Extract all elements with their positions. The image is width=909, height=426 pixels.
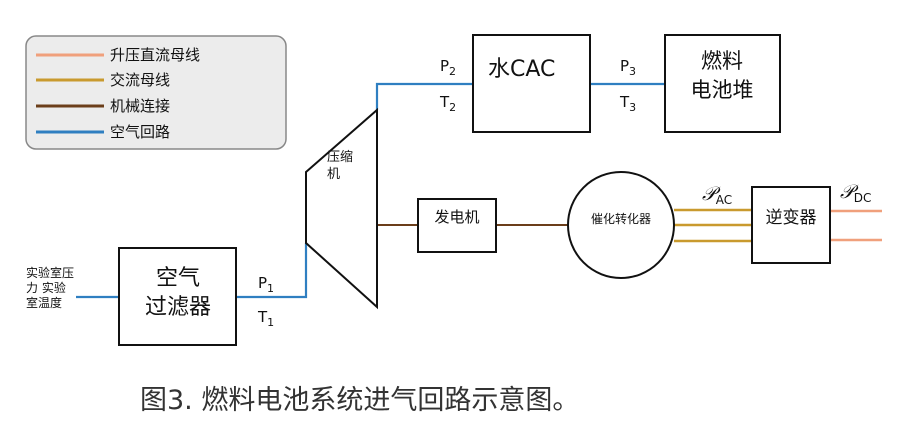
p3-label: P3 xyxy=(620,57,636,78)
t3-label: T3 xyxy=(619,93,636,114)
compressor-shape xyxy=(305,107,378,310)
air-filter-box xyxy=(118,247,237,346)
legend-label-ac-bus: 交流母线 xyxy=(110,71,170,89)
p-ac-label: 𝒫AC xyxy=(702,183,732,207)
fuel-cell-stack-box xyxy=(664,34,781,133)
stack-label-2: 电池堆 xyxy=(691,78,754,102)
compressor-label-1: 压缩 xyxy=(327,149,353,165)
air-line-filter-to-compressor xyxy=(236,243,308,299)
legend-label-dc-bus: 升压直流母线 xyxy=(110,46,200,64)
inverter: 逆变器 xyxy=(751,186,831,264)
inverter-box xyxy=(751,186,831,264)
p1-label: P1 xyxy=(258,274,274,295)
legend-box xyxy=(25,35,287,150)
cac-box xyxy=(472,34,591,133)
ambient-conditions: 实验室压 力 实验 室温度 xyxy=(26,265,74,310)
compressor-label-2: 机 xyxy=(327,167,340,182)
legend-label-mechanical: 机械连接 xyxy=(110,97,170,115)
ambient-line-1: 实验室压 xyxy=(26,265,74,280)
dc-bus xyxy=(830,209,882,242)
air-line-compressor-to-cac xyxy=(375,82,473,110)
inverter-label: 逆变器 xyxy=(766,208,817,228)
t1-label: T1 xyxy=(257,308,274,329)
ambient-line-2: 力 实验 xyxy=(26,280,66,295)
air-filter: 空气 过滤器 xyxy=(118,247,237,346)
p2-label: P2 xyxy=(440,57,456,78)
generator: 发电机 xyxy=(417,198,497,253)
generator-label: 发电机 xyxy=(434,208,479,226)
legend: 升压直流母线 交流母线 机械连接 空气回路 xyxy=(25,35,287,150)
compressor: 压缩 机 xyxy=(305,107,378,310)
figure-caption: 图3. 燃料电池系统进气回路示意图。 xyxy=(140,385,580,416)
catalytic-converter-circle xyxy=(567,171,675,279)
stack-label-1: 燃料 xyxy=(701,49,743,73)
air-filter-label-1: 空气 xyxy=(156,266,200,291)
ambient-line-3: 室温度 xyxy=(26,295,62,310)
air-filter-label-2: 过滤器 xyxy=(145,295,211,320)
p-dc-label: 𝒫DC xyxy=(840,181,871,205)
charge-air-cooler: 水CAC xyxy=(472,34,591,133)
fuel-cell-stack: 燃料 电池堆 xyxy=(664,34,781,133)
air-circuit xyxy=(76,82,665,299)
ac-bus xyxy=(674,208,752,243)
generator-box xyxy=(417,198,497,253)
catalytic-converter-label: 催化转化器 xyxy=(591,211,651,226)
cac-label: 水CAC xyxy=(488,57,555,82)
legend-label-air: 空气回路 xyxy=(110,123,170,141)
catalytic-converter: 催化转化器 xyxy=(567,171,675,279)
t2-label: T2 xyxy=(439,93,456,114)
